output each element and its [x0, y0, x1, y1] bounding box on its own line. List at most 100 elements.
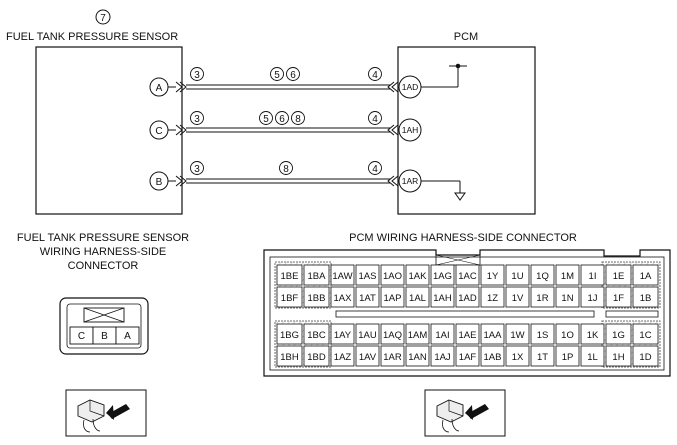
pcm-pin-1ar-label: 1AR — [402, 176, 419, 186]
pcm-cell-box — [555, 264, 580, 286]
svg-text:6: 6 — [290, 70, 296, 81]
pcm-cell-label: 1AV — [359, 352, 377, 363]
wire-b-refs: 3 8 4 — [190, 161, 382, 175]
pcm-cell-label: 1D — [639, 352, 651, 363]
pcm-cell-label: 1AN — [408, 352, 427, 363]
pcm-box — [397, 46, 536, 215]
pcm-cell-box — [530, 345, 555, 367]
ground-symbol — [421, 180, 466, 201]
pcm-cell-label: 1B — [640, 293, 652, 304]
pcm-cell-box — [303, 323, 330, 345]
pcm-cell-box — [405, 323, 430, 345]
sensor-title: FUEL TANK PRESSURE SENSOR — [6, 31, 178, 43]
pcm-cell-box — [380, 264, 405, 286]
pcm-cell-label: 1P — [562, 352, 574, 363]
pcm-cell-label: 1AI — [435, 330, 449, 341]
pcm-cell-label: 1K — [587, 330, 599, 341]
pcm-cell-label: 1T — [537, 352, 548, 363]
pcm-cell-box — [480, 323, 505, 345]
pcm-cell-label: 1BD — [307, 352, 326, 363]
pcm-cell-label: 1AC — [458, 271, 477, 282]
pcm-cell-label: 1Y — [487, 271, 499, 282]
pcm-cell-label: 1BG — [280, 330, 299, 341]
sensor-pin-a-label: A — [156, 83, 163, 94]
pcm-cell-box — [580, 264, 605, 286]
pcm-cell-box — [430, 345, 455, 367]
pcm-cell-box — [632, 264, 659, 286]
pcm-cell-box — [605, 345, 632, 367]
svg-text:3: 3 — [194, 114, 200, 125]
pcm-cell-box — [330, 345, 355, 367]
pcm-cell-box — [276, 286, 303, 308]
svg-text:4: 4 — [372, 70, 378, 81]
pcm-cell-box — [355, 323, 380, 345]
wire-b — [186, 178, 390, 184]
probe-icon — [424, 389, 506, 437]
pcm-pin-1ad-label: 1AD — [402, 82, 419, 92]
sensor-connector-pin-c: C — [78, 331, 85, 342]
pcm-cell-box — [580, 286, 605, 308]
pcm-cell-box — [405, 286, 430, 308]
pcm-cell-box — [455, 323, 480, 345]
pcm-cell-label: 1AX — [334, 293, 353, 304]
pcm-cell-label: 1G — [612, 330, 625, 341]
pcm-cell-box — [480, 286, 505, 308]
sensor-connector-pin-b: B — [101, 331, 108, 342]
svg-text:3: 3 — [194, 164, 200, 175]
pcm-cell-box — [405, 264, 430, 286]
pcm-cell-box — [605, 323, 632, 345]
pcm-cell-box — [455, 286, 480, 308]
pcm-cell-box — [505, 345, 530, 367]
pcm-cell-label: 1BF — [281, 293, 299, 304]
pcm-cell-box — [330, 264, 355, 286]
pcm-cell-label: 1V — [512, 293, 524, 304]
pcm-cell-label: 1U — [511, 271, 523, 282]
sensor-connector-pin-a: A — [124, 331, 131, 342]
pcm-cell-label: 1X — [512, 352, 524, 363]
pcm-cell-box — [530, 323, 555, 345]
pcm-cell-box — [632, 345, 659, 367]
pcm-cell-label: 1AM — [408, 330, 428, 341]
pcm-cell-label: 1BH — [280, 352, 299, 363]
pcm-cell-box — [505, 323, 530, 345]
pcm-cell-label: 1BC — [307, 330, 326, 341]
pcm-cell-label: 1AS — [359, 271, 377, 282]
pcm-cell-box — [380, 345, 405, 367]
pcm-cell-label: 1O — [561, 330, 574, 341]
sensor-connector-caption-line2: WIRING HARNESS-SIDE — [40, 246, 167, 258]
pcm-connector-caption: PCM WIRING HARNESS-SIDE CONNECTOR — [349, 232, 577, 244]
pcm-cell-box — [555, 345, 580, 367]
pcm-cell-box — [330, 323, 355, 345]
pcm-cell-box — [303, 286, 330, 308]
pcm-cell-label: 1AA — [484, 330, 503, 341]
pcm-cell-label: 1AE — [459, 330, 477, 341]
pcm-cell-box — [605, 286, 632, 308]
pcm-cell-label: 1F — [613, 293, 624, 304]
pcm-cell-label: 1AQ — [383, 330, 402, 341]
pcm-cell-box — [530, 264, 555, 286]
wire-a-refs: 3 5 6 4 — [190, 67, 382, 81]
pcm-cell-label: 1Z — [487, 293, 498, 304]
pcm-cell-label: 1AY — [334, 330, 352, 341]
pcm-cell-label: 1Q — [536, 271, 549, 282]
pcm-cell-box — [303, 345, 330, 367]
svg-text:8: 8 — [295, 114, 301, 125]
pcm-cell-label: 1L — [587, 352, 598, 363]
wire-a — [186, 84, 390, 90]
pcm-cell-box — [632, 286, 659, 308]
pcm-cell-box — [276, 264, 303, 286]
pcm-cell-label: 1AO — [383, 271, 402, 282]
pcm-cell-box — [480, 264, 505, 286]
svg-text:5: 5 — [263, 114, 269, 125]
wire-c — [186, 127, 390, 133]
pcm-cell-label: 1AP — [384, 293, 402, 304]
pcm-cell-box — [455, 264, 480, 286]
pcm-terminal-chevrons — [387, 81, 399, 187]
pcm-cell-label: 1R — [536, 293, 548, 304]
pcm-cell-box — [632, 323, 659, 345]
pcm-cell-label: 1AD — [458, 293, 477, 304]
wire-c-refs: 3 5 6 8 4 — [190, 111, 382, 125]
pcm-cell-box — [505, 264, 530, 286]
